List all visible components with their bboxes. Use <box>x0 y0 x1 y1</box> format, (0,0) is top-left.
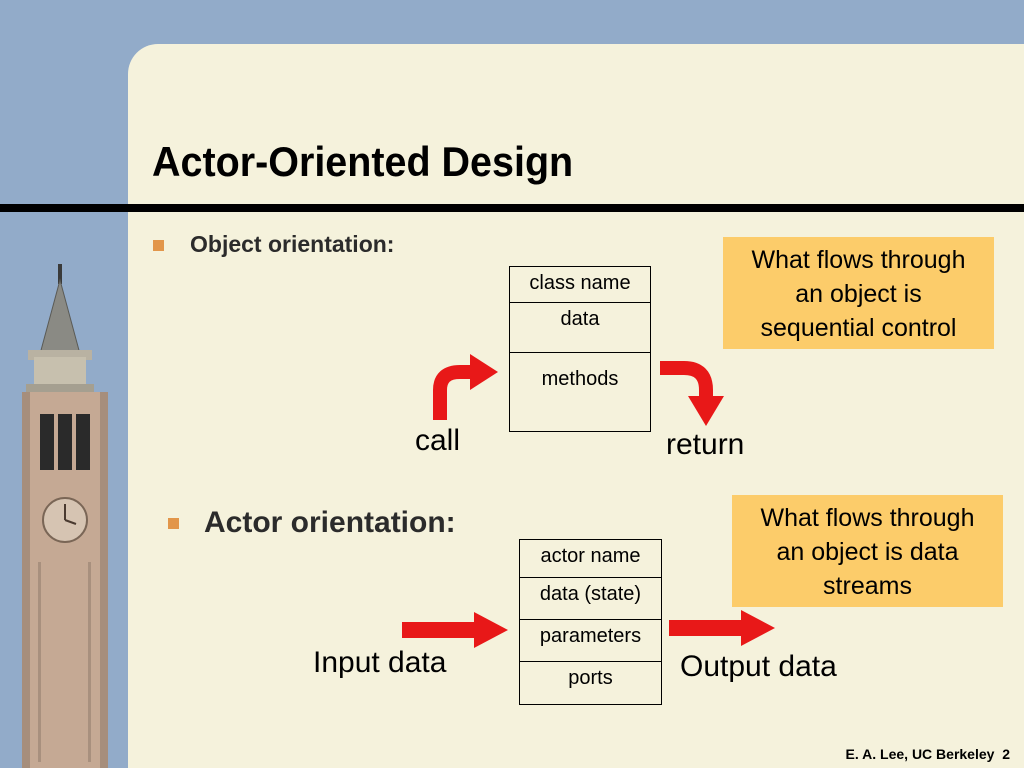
actor-callout-line-2: an object is data <box>776 538 959 566</box>
slide-title: Actor-Oriented Design <box>152 138 574 185</box>
title-rule <box>0 204 1024 212</box>
actor-callout: What flows through an object is data str… <box>732 495 1003 607</box>
return-label: return <box>666 428 745 461</box>
actor-ports-cell: ports <box>568 667 613 689</box>
actor-callout-line-1: What flows through <box>760 504 975 532</box>
actor-state-cell: data (state) <box>520 578 661 620</box>
actor-name-cell: actor name <box>520 540 661 578</box>
object-callout-line-1: What flows through <box>751 246 966 274</box>
actor-parameters-cell: parameters <box>520 620 661 662</box>
output-arrow <box>669 610 775 646</box>
object-callout-line-2: an object is <box>795 280 922 308</box>
class-box: class name data methods <box>509 266 651 432</box>
campanile-tower-image <box>0 262 124 768</box>
call-arrow <box>433 354 498 420</box>
class-data-cell: data <box>510 303 650 353</box>
input-data-label: Input data <box>313 646 447 679</box>
actor-box: actor name data (state) parameters ports <box>519 539 662 705</box>
class-name-cell: class name <box>510 267 650 303</box>
object-orientation-heading: Object orientation: <box>190 231 395 257</box>
actor-orientation-heading: Actor orientation: <box>204 506 456 539</box>
bullet-object <box>153 240 164 251</box>
return-arrow <box>660 361 724 426</box>
slide-footer: E. A. Lee, UC Berkeley 2 <box>845 746 1010 762</box>
object-callout: What flows through an object is sequenti… <box>723 237 994 349</box>
call-label: call <box>415 424 461 457</box>
input-arrow <box>402 612 508 648</box>
bullet-actor <box>168 518 179 529</box>
output-data-label: Output data <box>680 650 837 683</box>
object-callout-line-3: sequential control <box>760 314 957 342</box>
class-methods-cell: methods <box>541 368 619 390</box>
actor-callout-line-3: streams <box>823 572 912 600</box>
